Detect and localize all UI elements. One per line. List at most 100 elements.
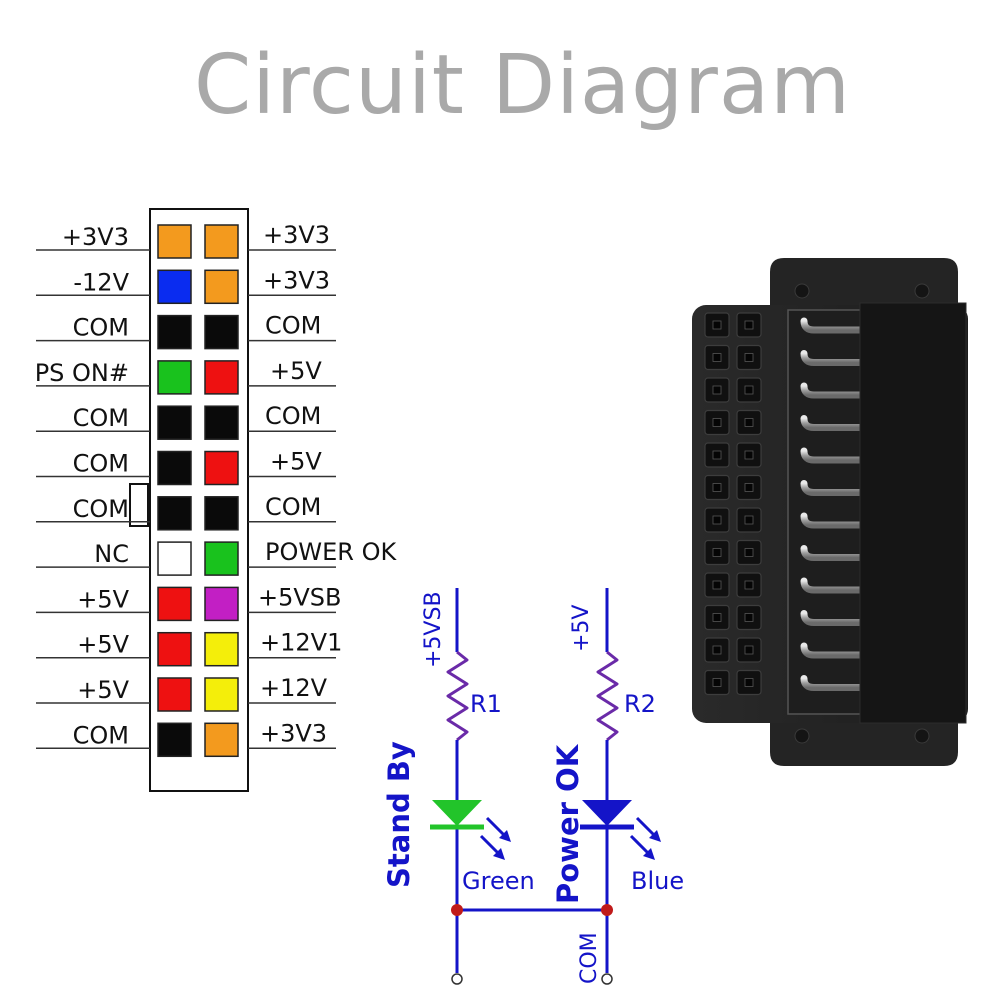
photo-socket-hole	[744, 548, 754, 557]
label-led2-color: Blue	[631, 867, 684, 895]
pin-left-label-12: COM	[73, 721, 129, 749]
pin-left-11	[157, 677, 192, 712]
pin-left-5	[157, 405, 192, 440]
pin-right-6	[204, 450, 239, 486]
pin-left-1	[157, 224, 192, 259]
photo-contact-pin	[800, 577, 870, 594]
photo-contact-pin	[800, 642, 870, 659]
photo-socket-hole	[712, 548, 722, 557]
terminal-right	[601, 973, 613, 985]
photo-socket-hole	[744, 613, 754, 622]
pin-right-3	[204, 314, 239, 350]
pin-left-label-4: PS ON#	[35, 359, 129, 387]
pin-right-1	[204, 224, 239, 259]
photo-socket-hole	[744, 678, 754, 687]
terminal-left	[451, 973, 463, 985]
photo-contact-pin	[800, 480, 870, 496]
photo-contact-pin	[800, 512, 870, 529]
pin-right-label-9: +5VSB	[258, 583, 342, 611]
photo-contact-pin	[800, 675, 870, 691]
pin-right-4	[204, 360, 239, 395]
screw-hole-bottom-right	[914, 728, 930, 744]
photo-socket-hole	[744, 580, 754, 590]
pin-left-3	[157, 314, 192, 350]
photo-contact-pin	[800, 545, 870, 561]
pin-left-label-3: COM	[73, 314, 129, 342]
pin-left-8	[157, 541, 192, 576]
photo-socket-hole	[744, 385, 754, 395]
pin-left-label-11: +5V	[77, 676, 129, 704]
screw-hole-bottom-left	[794, 728, 810, 744]
pin-right-label-12: +3V3	[260, 719, 327, 747]
photo-socket-hole	[712, 450, 722, 460]
photo-socket-hole	[712, 580, 722, 590]
photo-socket-hole	[712, 483, 722, 492]
label-led1-name: Stand By	[382, 741, 416, 888]
photo-socket-hole	[744, 645, 754, 655]
pin-left-4	[157, 360, 192, 395]
junction-left	[451, 904, 463, 916]
photo-contact-pin	[800, 382, 870, 399]
pin-left-12	[157, 722, 192, 758]
pin-left-9	[157, 586, 192, 622]
photo-socket-hole	[712, 385, 722, 395]
pin-right-2	[204, 269, 239, 305]
photo-contact-pin	[800, 447, 870, 464]
pin-right-label-1: +3V3	[263, 221, 330, 249]
photo-socket-hole	[744, 450, 754, 460]
pin-left-7	[157, 496, 192, 531]
pin-right-10	[204, 631, 239, 667]
pin-left-label-1: +3V3	[62, 223, 129, 251]
photo-socket-hole	[712, 613, 722, 622]
label-common: COM	[577, 932, 602, 984]
label-led2-name: Power OK	[551, 743, 585, 904]
pin-left-label-5: COM	[73, 404, 129, 432]
resistor-r1	[446, 650, 469, 742]
photo-socket-hole	[744, 515, 754, 525]
connector-photo	[692, 258, 968, 766]
pin-left-6	[157, 450, 192, 486]
photo-socket-hole	[712, 515, 722, 525]
connector-plug-block	[859, 302, 967, 724]
photo-contact-pin	[800, 415, 870, 431]
pin-right-label-2: +3V3	[263, 266, 330, 294]
pin-right-label-4: +5V	[270, 357, 322, 385]
pin-left-10	[157, 631, 192, 667]
photo-socket-hole	[712, 353, 722, 362]
pin-left-2	[157, 269, 192, 305]
led-green-icon	[430, 800, 511, 860]
pin-left-label-9: +5V	[77, 585, 129, 613]
pin-right-label-7: COM	[265, 493, 321, 521]
screw-hole-top-right	[914, 283, 930, 299]
label-led1-color: Green	[462, 867, 535, 895]
label-left-supply: +5VSB	[421, 591, 446, 668]
photo-socket-hole	[744, 483, 754, 492]
schematic	[446, 588, 619, 973]
pin-left-label-7: COM	[73, 495, 129, 523]
resistor-r2	[596, 650, 619, 742]
pin-right-12	[204, 722, 239, 758]
pin-right-label-10: +12V1	[260, 629, 342, 657]
pin-right-7	[204, 496, 239, 531]
pin-right-9	[204, 586, 239, 622]
photo-socket-hole	[712, 320, 722, 330]
pin-right-label-8: POWER OK	[265, 538, 397, 566]
photo-socket-hole	[712, 645, 722, 655]
label-r1: R1	[470, 690, 502, 718]
pin-right-label-5: COM	[265, 402, 321, 430]
connector-top-flange	[770, 258, 958, 305]
photo-contact-pin	[800, 317, 870, 334]
pin-left-label-10: +5V	[77, 631, 129, 659]
pin-left-label-8: NC	[94, 540, 129, 568]
photo-socket-hole	[712, 678, 722, 687]
photo-sockets	[704, 312, 762, 696]
photo-contact-pin	[800, 350, 870, 366]
pin-right-label-6: +5V	[270, 448, 322, 476]
photo-socket-hole	[744, 418, 754, 427]
pin-right-label-11: +12V	[260, 674, 328, 702]
photo-socket-hole	[744, 320, 754, 330]
page-title: Circuit Diagram	[193, 38, 852, 133]
